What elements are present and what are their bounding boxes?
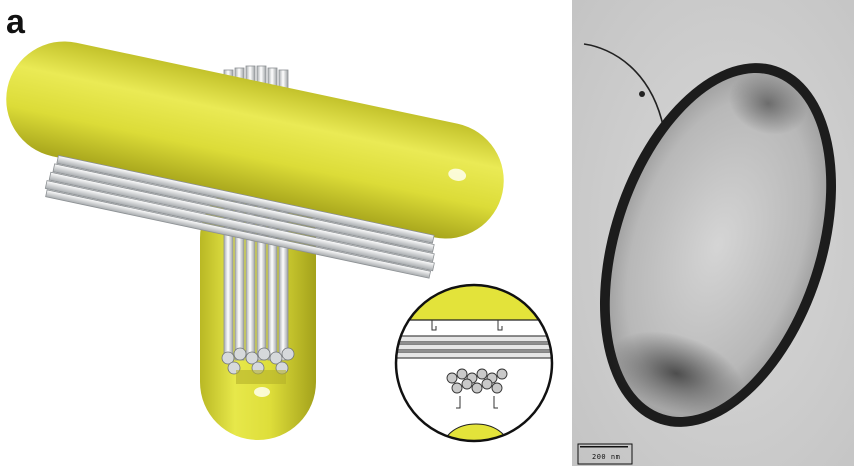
fiber-layers: [390, 336, 560, 358]
electron-micrograph: [572, 0, 854, 466]
inset-detail-circle: [390, 280, 560, 466]
scale-bar: [580, 446, 628, 448]
illustration-panel: [0, 0, 572, 466]
scale-bar-label: 200 nm: [592, 453, 620, 461]
